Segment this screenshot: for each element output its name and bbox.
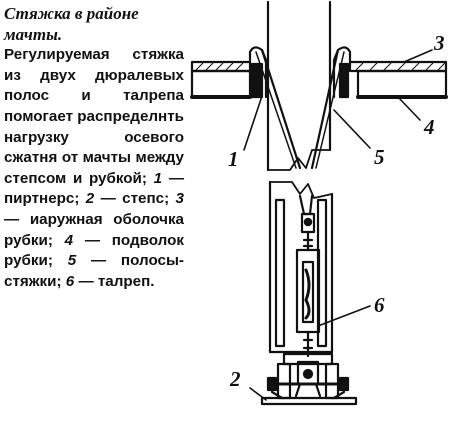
leader-3: [403, 49, 433, 63]
legend-num-6: 6: [65, 272, 75, 290]
roof-core-left: [190, 69, 252, 99]
legend-num-1: 1: [153, 169, 163, 187]
step-base-plate: [260, 396, 358, 406]
callout-1: 1: [228, 147, 239, 171]
legend-num-3: 3: [175, 190, 184, 208]
strap-right: [310, 48, 340, 170]
turnbuckle: [295, 230, 321, 358]
leader-4: [397, 96, 421, 121]
caption-title: Стяжка в райо­не мачты.: [4, 4, 139, 44]
step-cheek-right: [324, 362, 340, 400]
callout-3: 3: [433, 31, 445, 55]
legend-text-3: — иаружная оболочка рубки;: [4, 210, 184, 249]
legend-num-4: 4: [64, 231, 74, 249]
legend-num-5: 5: [67, 252, 77, 270]
step-cheek-left: [276, 362, 292, 400]
caption-intro: Регулируемая стяжка из двух дюралевых по…: [4, 46, 184, 187]
step-heel-plate: [282, 352, 334, 366]
legend-text-5: — поло­сы-стяжки;: [4, 252, 184, 290]
partners-wedge-right: [338, 62, 350, 99]
legend-text-4: — подволок рубки;: [4, 231, 184, 270]
legend-num-2: 2: [85, 190, 95, 208]
roof-hatching: [195, 62, 446, 71]
callout-6: 6: [374, 293, 385, 317]
cabin-roof-section: [190, 46, 448, 99]
turnbuckle-slot: [301, 260, 315, 324]
mast-step: [260, 352, 358, 406]
mast-lower: [268, 180, 334, 354]
legend-text-6: — талреп.: [78, 272, 155, 290]
legend-text-2: — степс;: [100, 190, 170, 208]
mast-upper: [266, 0, 332, 172]
callout-2: 2: [229, 367, 241, 391]
strap-left: [260, 48, 302, 170]
callout-4: 4: [423, 115, 435, 139]
caption-body: Регулируемая стяжка из двух дюралевых по…: [4, 45, 184, 292]
leader-1: [243, 95, 263, 151]
outer-skin-left: [190, 60, 252, 73]
partners-wedge-left: [250, 62, 264, 99]
leader-6: [317, 305, 371, 327]
tie-straps-lower: [298, 194, 316, 234]
callout-5: 5: [374, 145, 385, 169]
roof-core-right: [356, 69, 448, 99]
leader-lines: [243, 49, 433, 401]
mast-break-bottom: [269, 181, 333, 199]
tie-straps-upper: [255, 48, 345, 170]
figure-caption: Стяжка в райо­не мачты. Регулируемая стя…: [4, 4, 184, 292]
leader-2: [249, 387, 267, 401]
leader-5: [333, 109, 371, 149]
flat-bar-left: [274, 198, 286, 348]
legend-text-1: — пиртнерс;: [4, 169, 184, 208]
